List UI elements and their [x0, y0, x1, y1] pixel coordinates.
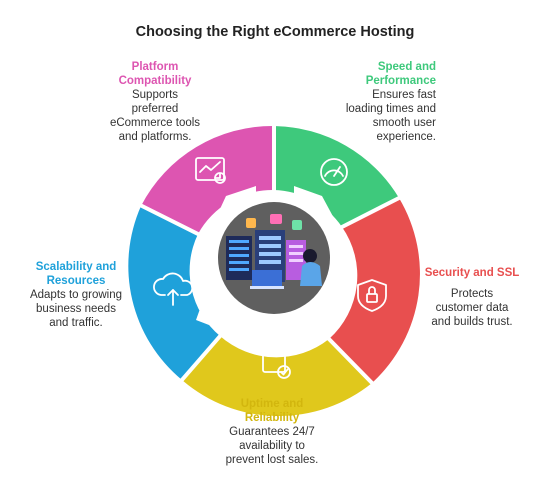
- uptime-description: Guarantees 24/7 availability to prevent …: [225, 426, 319, 466]
- cloud-upload-icon: [153, 272, 194, 306]
- analytics-dashboard-icon: [195, 157, 226, 184]
- platform-description: Supports preferred eCommerce tools and p…: [109, 89, 201, 143]
- scalability-description: Adapts to growing business needs and tra…: [29, 289, 123, 329]
- calendar-check-icon: [262, 347, 291, 379]
- security-description: Protects customer data and builds trust.: [431, 288, 513, 328]
- segment-uptime: [182, 336, 372, 417]
- label-scalability: Scalability and Resources Adapts to grow…: [18, 260, 134, 330]
- uptime-heading: Uptime and Reliability: [240, 398, 304, 424]
- diagram-title: Choosing the Right eCommerce Hosting: [135, 24, 415, 40]
- segment-speed: [274, 126, 399, 227]
- label-security: Security and SSL Protects customer data …: [412, 266, 532, 329]
- shield-lock-icon: [357, 279, 387, 312]
- inner-step-2: [294, 186, 336, 222]
- label-uptime: Uptime and Reliability Guarantees 24/7 a…: [214, 397, 330, 467]
- speed-heading: Speed and Performance: [365, 61, 436, 87]
- speed-description: Ensures fast loading times and smooth us…: [345, 89, 436, 143]
- server-room-illustration: [226, 214, 322, 289]
- speedometer-icon: [320, 158, 348, 186]
- label-speed: Speed and Performance Ensures fast loadi…: [324, 60, 436, 144]
- inner-step-1: [214, 186, 256, 222]
- platform-heading: Platform Compatibility: [118, 61, 192, 87]
- segment-scalability: [128, 206, 220, 380]
- label-platform: Platform Compatibility Supports preferre…: [100, 60, 210, 144]
- inner-step-3: [196, 292, 232, 330]
- scalability-heading: Scalability and Resources: [35, 261, 117, 287]
- security-heading: Security and SSL: [424, 267, 520, 279]
